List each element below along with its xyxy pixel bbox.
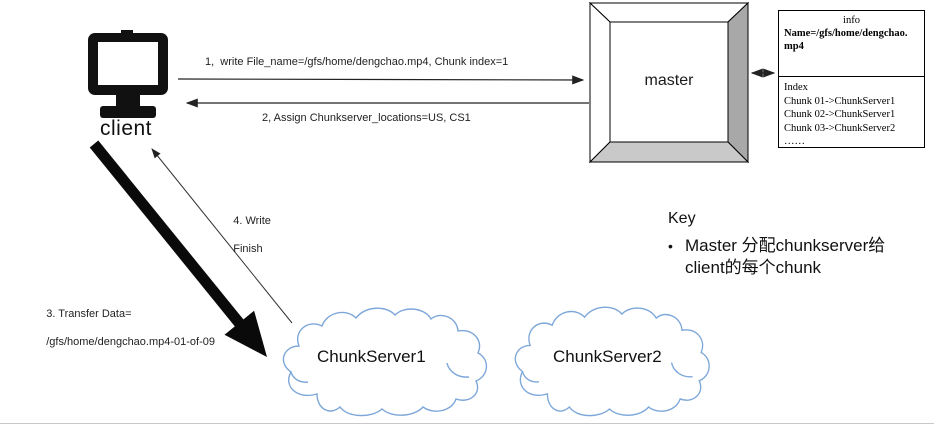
message-step2: 2, Assign Chunkserver_locations=US, CS1	[262, 112, 471, 124]
chunk-mapping-ellipsis: ……	[784, 136, 805, 147]
key-bullet-line2: client的每个chunk	[685, 258, 822, 277]
message-step4-line2: Finish	[233, 243, 263, 255]
key-bullet-line1: Master 分配chunkserver给	[685, 236, 886, 255]
arrow-step1-write-request	[177, 75, 585, 85]
message-step1: 1, write File_name=/gfs/home/dengchao.mp…	[205, 56, 509, 68]
metadata-index-cell: Index Chunk 01->ChunkServer1 Chunk 02->C…	[779, 77, 924, 149]
arrow-step3-transfer-data	[89, 140, 267, 357]
key-bullet-text: Master 分配chunkserver给 client的每个chunk	[685, 235, 885, 279]
metadata-filename-line1: Name=/gfs/home/dengchao.	[784, 28, 908, 39]
chunkserver1-label: ChunkServer1	[317, 347, 426, 366]
client-computer-icon	[88, 30, 168, 118]
master-label: master	[644, 72, 694, 89]
key-block: Key • Master 分配chunkserver给 client的每个chu…	[668, 210, 908, 279]
metadata-filename-line2: mp4	[784, 41, 804, 52]
chunk-mapping-row: Chunk 02->ChunkServer1	[784, 109, 896, 120]
metadata-index-label: Index	[784, 82, 808, 93]
chunk-mapping-row: Chunk 01->ChunkServer1	[784, 95, 896, 107]
message-step4: 4. Write Finish	[221, 200, 271, 270]
chunk-mapping-row: Chunk 03->ChunkServer2	[784, 122, 896, 134]
master-metadata-table: info Name=/gfs/home/dengchao. mp4 Index …	[778, 10, 925, 148]
client-label: client	[99, 117, 153, 140]
cloud-chunkserver1	[282, 307, 488, 417]
metadata-file-cell: info Name=/gfs/home/dengchao. mp4	[779, 11, 924, 77]
cloud-chunkserver2	[514, 306, 710, 417]
bullet-icon: •	[668, 238, 673, 254]
master-box	[588, 1, 750, 164]
message-step3: 3. Transfer Data= /gfs/home/dengchao.mp4…	[34, 293, 215, 363]
arrow-step4-write-finish	[151, 148, 293, 324]
message-step4-line1: 4. Write	[233, 215, 271, 227]
chunkserver2-label: ChunkServer2	[553, 347, 662, 366]
message-step3-line1: 3. Transfer Data=	[46, 308, 132, 320]
key-title: Key	[668, 210, 696, 227]
message-step3-line2: /gfs/home/dengchao.mp4-01-of-09	[46, 336, 216, 348]
key-bullet-item: • Master 分配chunkserver给 client的每个chunk	[668, 235, 908, 279]
metadata-filename: Name=/gfs/home/dengchao. mp4	[784, 27, 919, 53]
metadata-title: info	[843, 15, 860, 26]
